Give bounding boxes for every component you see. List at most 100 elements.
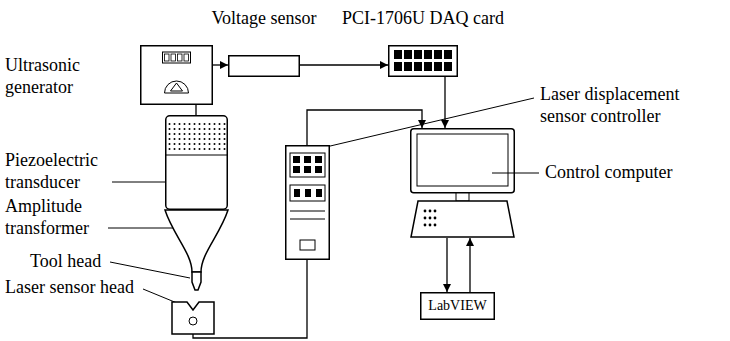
piezo-stack-dot (224, 128, 226, 130)
panel-display (293, 166, 300, 173)
node-outline (192, 272, 201, 290)
keyboard-key (429, 217, 432, 220)
piezo-stack-dot (189, 128, 191, 130)
signal-connector (195, 105, 196, 115)
keyboard-key (434, 217, 437, 220)
piezo-transducer: Piezoelectric transducer (165, 115, 228, 210)
connector-port (300, 240, 315, 250)
card-chip (414, 62, 422, 71)
sensor-housing (172, 302, 214, 334)
component-label: Control computer (545, 162, 720, 184)
sensor-controller: Laser displacement sensor controller (285, 145, 330, 260)
piezo-stack-dot (194, 133, 196, 135)
panel-display (315, 166, 322, 173)
piezo-stack-dot (219, 123, 221, 125)
piezo-stack-dot (174, 128, 176, 130)
piezo-stack-dot (179, 148, 181, 150)
ultrasonic-generator: Ultrasonic generator (140, 45, 213, 105)
panel-display (304, 166, 311, 173)
display-digit (171, 54, 176, 61)
node-outline (165, 115, 228, 210)
piezo-stack-dot (204, 143, 206, 145)
signal-connector (469, 238, 470, 292)
keyboard (411, 201, 514, 237)
piezo-stack-dot (179, 123, 181, 125)
piezo-stack-dot (224, 148, 226, 150)
piezo-stack-dot (189, 123, 191, 125)
piezo-stack-dot (204, 133, 206, 135)
laser-sensor-head: Laser sensor head (172, 298, 214, 334)
monitor-frame (411, 129, 515, 193)
component-label: Amplitude transformer (5, 196, 120, 239)
piezo-stack-dot (219, 128, 221, 130)
piezo-stack-dot (224, 123, 226, 125)
display-digit (165, 54, 170, 61)
keyboard-key (434, 224, 437, 227)
piezo-stack-dot (214, 148, 216, 150)
control-computer: Control computer (410, 128, 515, 238)
piezo-stack-dot (184, 128, 186, 130)
tool-tip (192, 272, 201, 290)
piezo-stack-dot (179, 133, 181, 135)
piezo-stack-dot (194, 128, 196, 130)
panel-display (315, 156, 322, 163)
box-label: LabVIEW (420, 292, 495, 320)
signal-connector (444, 77, 445, 128)
piezo-stack-dot (169, 138, 171, 140)
piezo-stack-dot (189, 138, 191, 140)
display-digit (178, 54, 183, 61)
piezo-stack-dot (214, 128, 216, 130)
transducer-body (166, 116, 228, 210)
node-outline (140, 45, 213, 105)
panel-line (290, 211, 325, 212)
piezo-stack-dot (179, 138, 181, 140)
card-chip (394, 62, 402, 71)
piezo-stack-dot (179, 128, 181, 130)
software-box: LabVIEW (420, 292, 495, 320)
display-digit (184, 54, 189, 61)
piezo-stack-dot (194, 123, 196, 125)
signal-connector (446, 238, 447, 292)
piezo-stack-dot (204, 128, 206, 130)
piezo-stack-dot (184, 143, 186, 145)
piezo-stack-dot (204, 148, 206, 150)
panel-line (290, 219, 325, 220)
signal-connector (213, 64, 228, 65)
piezo-stack-dot (169, 128, 171, 130)
piezo-stack-dot (174, 143, 176, 145)
piezo-stack-dot (194, 143, 196, 145)
piezo-stack-dot (219, 143, 221, 145)
keyboard-key (429, 224, 432, 227)
piezo-stack-dot (204, 123, 206, 125)
card-chip (414, 50, 422, 59)
piezo-stack-dot (209, 133, 211, 135)
card-outline (389, 46, 458, 77)
piezo-stack-dot (174, 138, 176, 140)
gauge-dial (165, 81, 189, 93)
piezo-stack-dot (214, 143, 216, 145)
piezo-stack-dot (169, 143, 171, 145)
daq-card: PCI-1706U DAQ card (388, 45, 458, 77)
piezo-stack-dot (199, 148, 201, 150)
leader-line (143, 289, 177, 303)
leader-line (492, 173, 539, 174)
node-outline (285, 145, 330, 260)
piezo-stack-dot (224, 143, 226, 145)
piezo-stack-dot (224, 138, 226, 140)
keyboard-key (429, 210, 432, 213)
controller-panel (290, 153, 325, 177)
component-label: Piezoelectric transducer (5, 150, 120, 193)
card-chip (434, 50, 442, 59)
piezo-stack-dot (209, 143, 211, 145)
piezo-stack-dot (199, 138, 201, 140)
gauge-needle (171, 83, 183, 91)
card-chip (404, 62, 412, 71)
piezo-stack-dot (199, 128, 201, 130)
piezo-stack-dot (199, 143, 201, 145)
piezo-stack-dot (184, 138, 186, 140)
piezo-stack-dot (214, 123, 216, 125)
generator-housing (141, 46, 213, 105)
panel-display (304, 156, 311, 163)
controller-panel (290, 185, 325, 201)
piezo-stack-dot (179, 143, 181, 145)
